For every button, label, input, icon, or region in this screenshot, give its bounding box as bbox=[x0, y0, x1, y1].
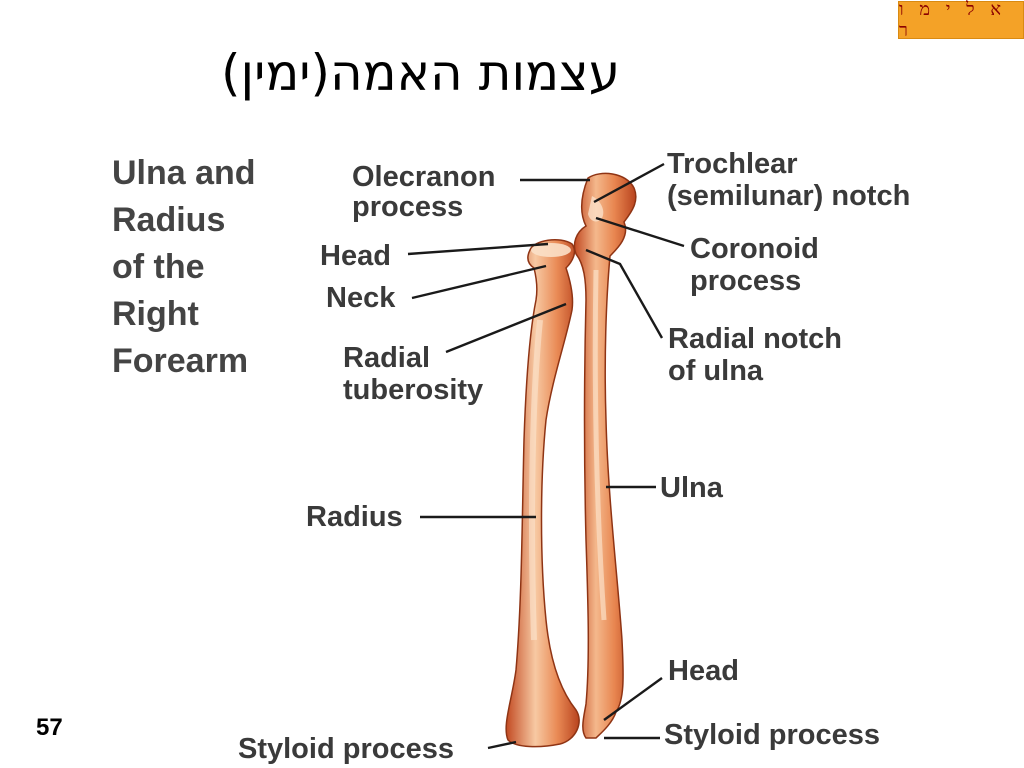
label-radial-tuberosity: tuberosity bbox=[343, 374, 483, 406]
label-radial-tuberosity: Radial bbox=[343, 342, 430, 374]
label-styloid-process-radius: Styloid process bbox=[238, 733, 454, 765]
label-coronoid-process: Coronoid bbox=[690, 233, 819, 265]
leader-lines bbox=[407, 162, 685, 750]
label-coronoid-process: process bbox=[690, 265, 801, 297]
label-trochlear-notch: (semilunar) notch bbox=[667, 180, 910, 212]
diagram-title-line: Radius bbox=[112, 201, 226, 239]
label-radius: Radius bbox=[306, 501, 403, 533]
label-radial-notch: Radial notch bbox=[668, 323, 842, 355]
author-name: א ל י מ ו ר bbox=[899, 0, 1007, 41]
author-badge: א ל י מ ו ר bbox=[898, 0, 1024, 41]
label-trochlear-notch: Trochlear bbox=[667, 148, 798, 180]
label-olecranon-process: process bbox=[352, 191, 463, 223]
diagram-title-line: Right bbox=[112, 295, 199, 333]
label-ulna-head: Head bbox=[668, 655, 739, 687]
label-neck: Neck bbox=[326, 282, 396, 314]
diagram-title-line: Ulna and bbox=[112, 154, 256, 192]
label-radial-notch: of ulna bbox=[668, 355, 764, 387]
label-radial-head: Head bbox=[320, 240, 391, 272]
slide-number: 57 bbox=[36, 714, 63, 741]
label-styloid-process-ulna: Styloid process bbox=[664, 719, 880, 751]
ulna-bone bbox=[573, 172, 637, 739]
diagram-title: Ulna and Radius of the Right Forearm bbox=[112, 150, 256, 385]
label-ulna: Ulna bbox=[660, 472, 724, 504]
label-olecranon-process: Olecranon bbox=[352, 161, 495, 193]
radius-bone bbox=[505, 238, 580, 748]
page-title: עצמות האמה(ימין) bbox=[221, 44, 620, 102]
diagram-title-line: of the bbox=[112, 248, 205, 286]
diagram-title-line: Forearm bbox=[112, 342, 249, 380]
